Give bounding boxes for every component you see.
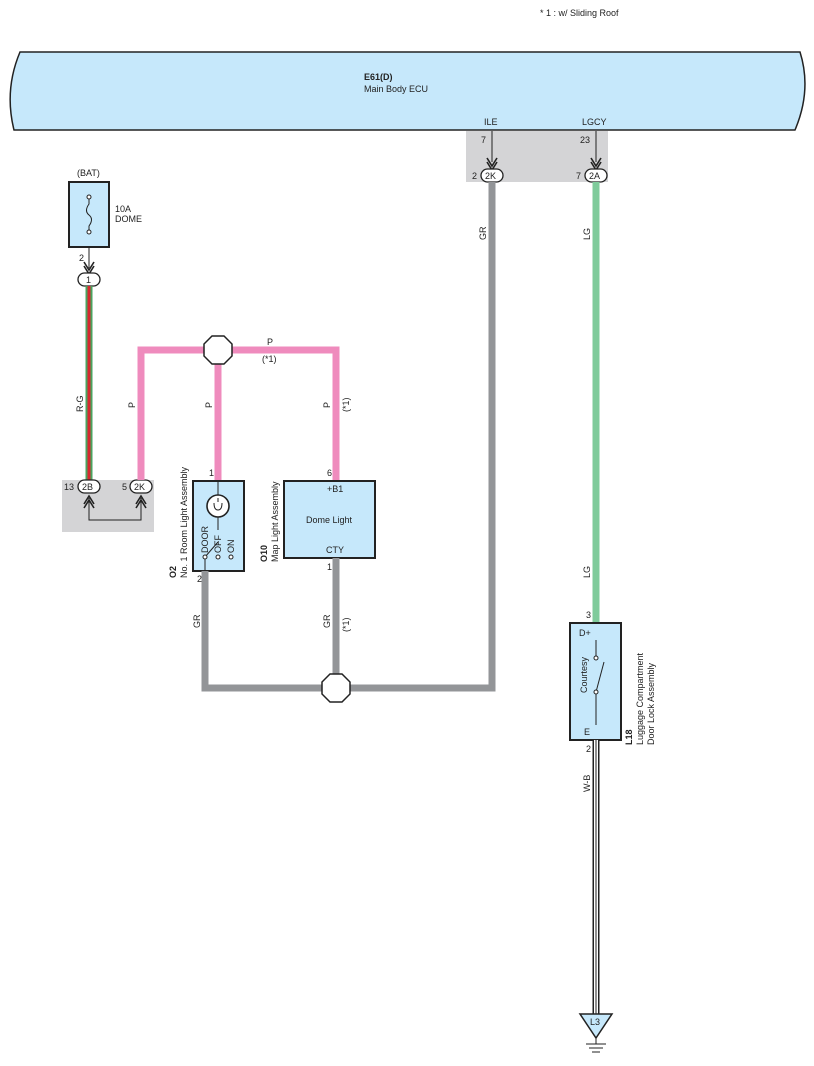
sliding-roof-note: * 1 : w/ Sliding Roof [540, 8, 619, 18]
wire-gr-o2 [201, 571, 336, 692]
o10-pin-top: 6 [327, 468, 332, 478]
connector-2k-left-pin: 5 [122, 482, 127, 492]
wire-gr-ecu [350, 182, 496, 692]
l18-pin-top: 3 [586, 610, 591, 620]
ecu-code: E61(D) [364, 72, 393, 82]
connector-2b: 2B [82, 482, 93, 492]
l18-code: L18 [624, 729, 634, 745]
ecu-name: Main Body ECU [364, 84, 428, 94]
connector-2b-pin: 13 [64, 482, 74, 492]
wire-p-bus [137, 346, 340, 480]
wire-label-p-top: P [267, 337, 273, 347]
o2-switch-door: DOOR [200, 525, 210, 553]
o2-pin-bottom: 2 [197, 574, 202, 584]
fuse-pin: 2 [79, 253, 84, 263]
wire-label-rg: R-G [75, 396, 85, 413]
ground-icon [586, 1038, 606, 1053]
pin-label-lgcy: LGCY [582, 117, 607, 127]
wire-label-lg-top: LG [582, 228, 592, 240]
o10-name: Map Light Assembly [270, 481, 280, 562]
splice-bottom [321, 673, 351, 703]
l18-term-bottom: E [584, 727, 590, 737]
wire-label-p-mid: P [204, 402, 214, 408]
pin-label-ile: ILE [484, 117, 498, 127]
o10-term-top: +B1 [327, 484, 343, 494]
l18-term-top: D+ [579, 628, 591, 638]
wire-label-wb: W-B [582, 775, 592, 792]
connector-2k-ecu-pin: 2 [472, 171, 477, 181]
o2-name: No. 1 Room Light Assembly [179, 466, 189, 578]
wire-label-gr-o2: GR [192, 614, 202, 628]
connector-2a: 2A [589, 171, 600, 181]
pin-num-ile: 7 [481, 135, 486, 145]
wire-label-gr-o10-note: (*1) [341, 617, 351, 632]
wire-label-gr-o10: GR [322, 614, 332, 628]
wire-label-lg-bottom: LG [582, 566, 592, 578]
o10-inner: Dome Light [306, 515, 353, 525]
wire-label-p-right-note: (*1) [341, 397, 351, 412]
fuse-icon [86, 197, 92, 232]
ground-label: L3 [590, 1017, 600, 1027]
o10-term-bottom: CTY [326, 545, 344, 555]
fuse-name: DOME [115, 214, 142, 224]
wire-label-p-top-note: (*1) [262, 354, 277, 364]
pin-num-lgcy: 23 [580, 135, 590, 145]
o2-switch-off: OFF [213, 535, 223, 553]
o10-pin-bottom: 1 [327, 562, 332, 572]
l18-name-1: Luggage Compartment [635, 652, 645, 745]
ground-point [578, 1013, 614, 1040]
connector-2k-ecu: 2K [485, 171, 496, 181]
wire-label-p-left: P [127, 402, 137, 408]
l18-inner: Courtesy [579, 656, 589, 693]
connector-2a-pin: 7 [576, 171, 581, 181]
o10-code: O10 [259, 545, 269, 562]
l18-pin-bottom: 2 [586, 744, 591, 754]
wire-label-gr-ecu: GR [478, 226, 488, 240]
fuse-rating: 10A [115, 204, 131, 214]
connector-1: 1 [86, 275, 91, 285]
o2-code: O2 [168, 566, 178, 578]
splice-top [203, 335, 233, 365]
o2-switch-on: ON [226, 540, 236, 554]
connector-2k-left: 2K [134, 482, 145, 492]
o10-map-light [283, 480, 376, 559]
l18-name-2: Door Lock Assembly [646, 662, 656, 745]
fuse-source: (BAT) [77, 168, 100, 178]
o2-switch-icon [204, 541, 219, 558]
l18-switch-icon [595, 661, 605, 693]
o2-pin-top: 1 [209, 468, 214, 478]
wire-label-p-right: P [322, 402, 332, 408]
main-body-ecu [9, 51, 806, 131]
